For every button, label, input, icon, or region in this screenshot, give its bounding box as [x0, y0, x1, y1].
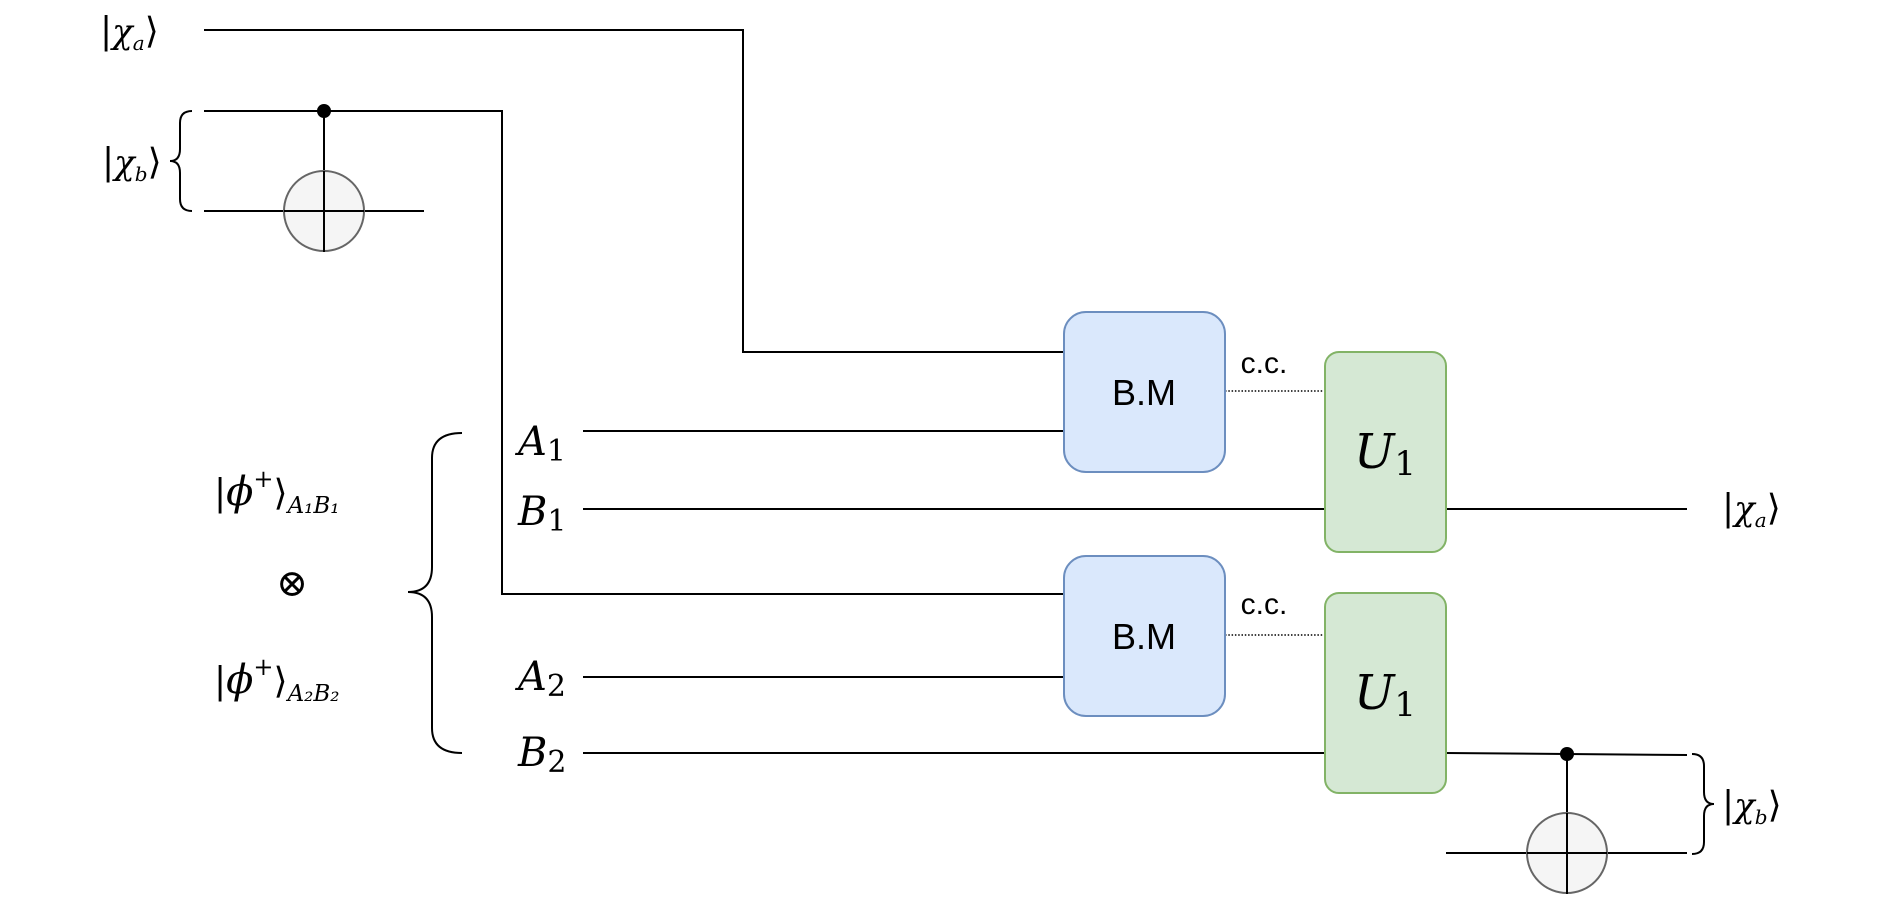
brace-chi-b-out: [1691, 753, 1715, 855]
unitary-label-bottom: U1: [1354, 665, 1416, 725]
wire-chi-b-1: [204, 110, 1064, 595]
unitary-box-top: [1324, 351, 1447, 553]
unitary-box-bottom: [1324, 592, 1447, 794]
classical-communication-label-top: c.c.: [1241, 347, 1288, 380]
bell-measurement-label-bottom: B.M: [1112, 616, 1176, 657]
bell-measurement-label-top: B.M: [1112, 372, 1176, 413]
unitary-label-top: U1: [1354, 424, 1416, 484]
register-label-a2: A2: [514, 654, 566, 704]
ket-phi-plus-a2b2: |ϕ+⟩A₂B₂: [214, 653, 340, 707]
brace-chi-b-in: [169, 110, 193, 212]
wire-chi-a: [204, 29, 1064, 353]
tensor-product-symbol: ⊗: [276, 561, 308, 605]
register-label-b1: B1: [517, 489, 567, 539]
bell-measurement-box-bottom: [1063, 555, 1226, 717]
ket-phi-plus-a1b1: |ϕ+⟩A₁B₁: [214, 465, 340, 519]
wires: [204, 29, 1688, 854]
ket-chi-a-out: |χa⟩: [1722, 488, 1781, 532]
braces: [169, 110, 1715, 855]
bell-measurement-box-top: [1063, 311, 1226, 473]
register-label-b2: B2: [517, 730, 567, 780]
cnot-right: [1526, 747, 1608, 894]
cnot-left: [283, 104, 365, 252]
brace-epr-pairs: [407, 432, 463, 754]
ket-chi-a-in: |χa⟩: [100, 11, 159, 55]
register-label-a1: A1: [514, 419, 566, 469]
ket-chi-b-out: |χb⟩: [1722, 785, 1782, 829]
cnot-left-control-dot: [317, 104, 331, 118]
cnot-right-control-dot: [1560, 747, 1574, 761]
ket-chi-b-in: |χb⟩: [102, 142, 162, 186]
classical-communication-label-bottom: c.c.: [1241, 588, 1288, 621]
